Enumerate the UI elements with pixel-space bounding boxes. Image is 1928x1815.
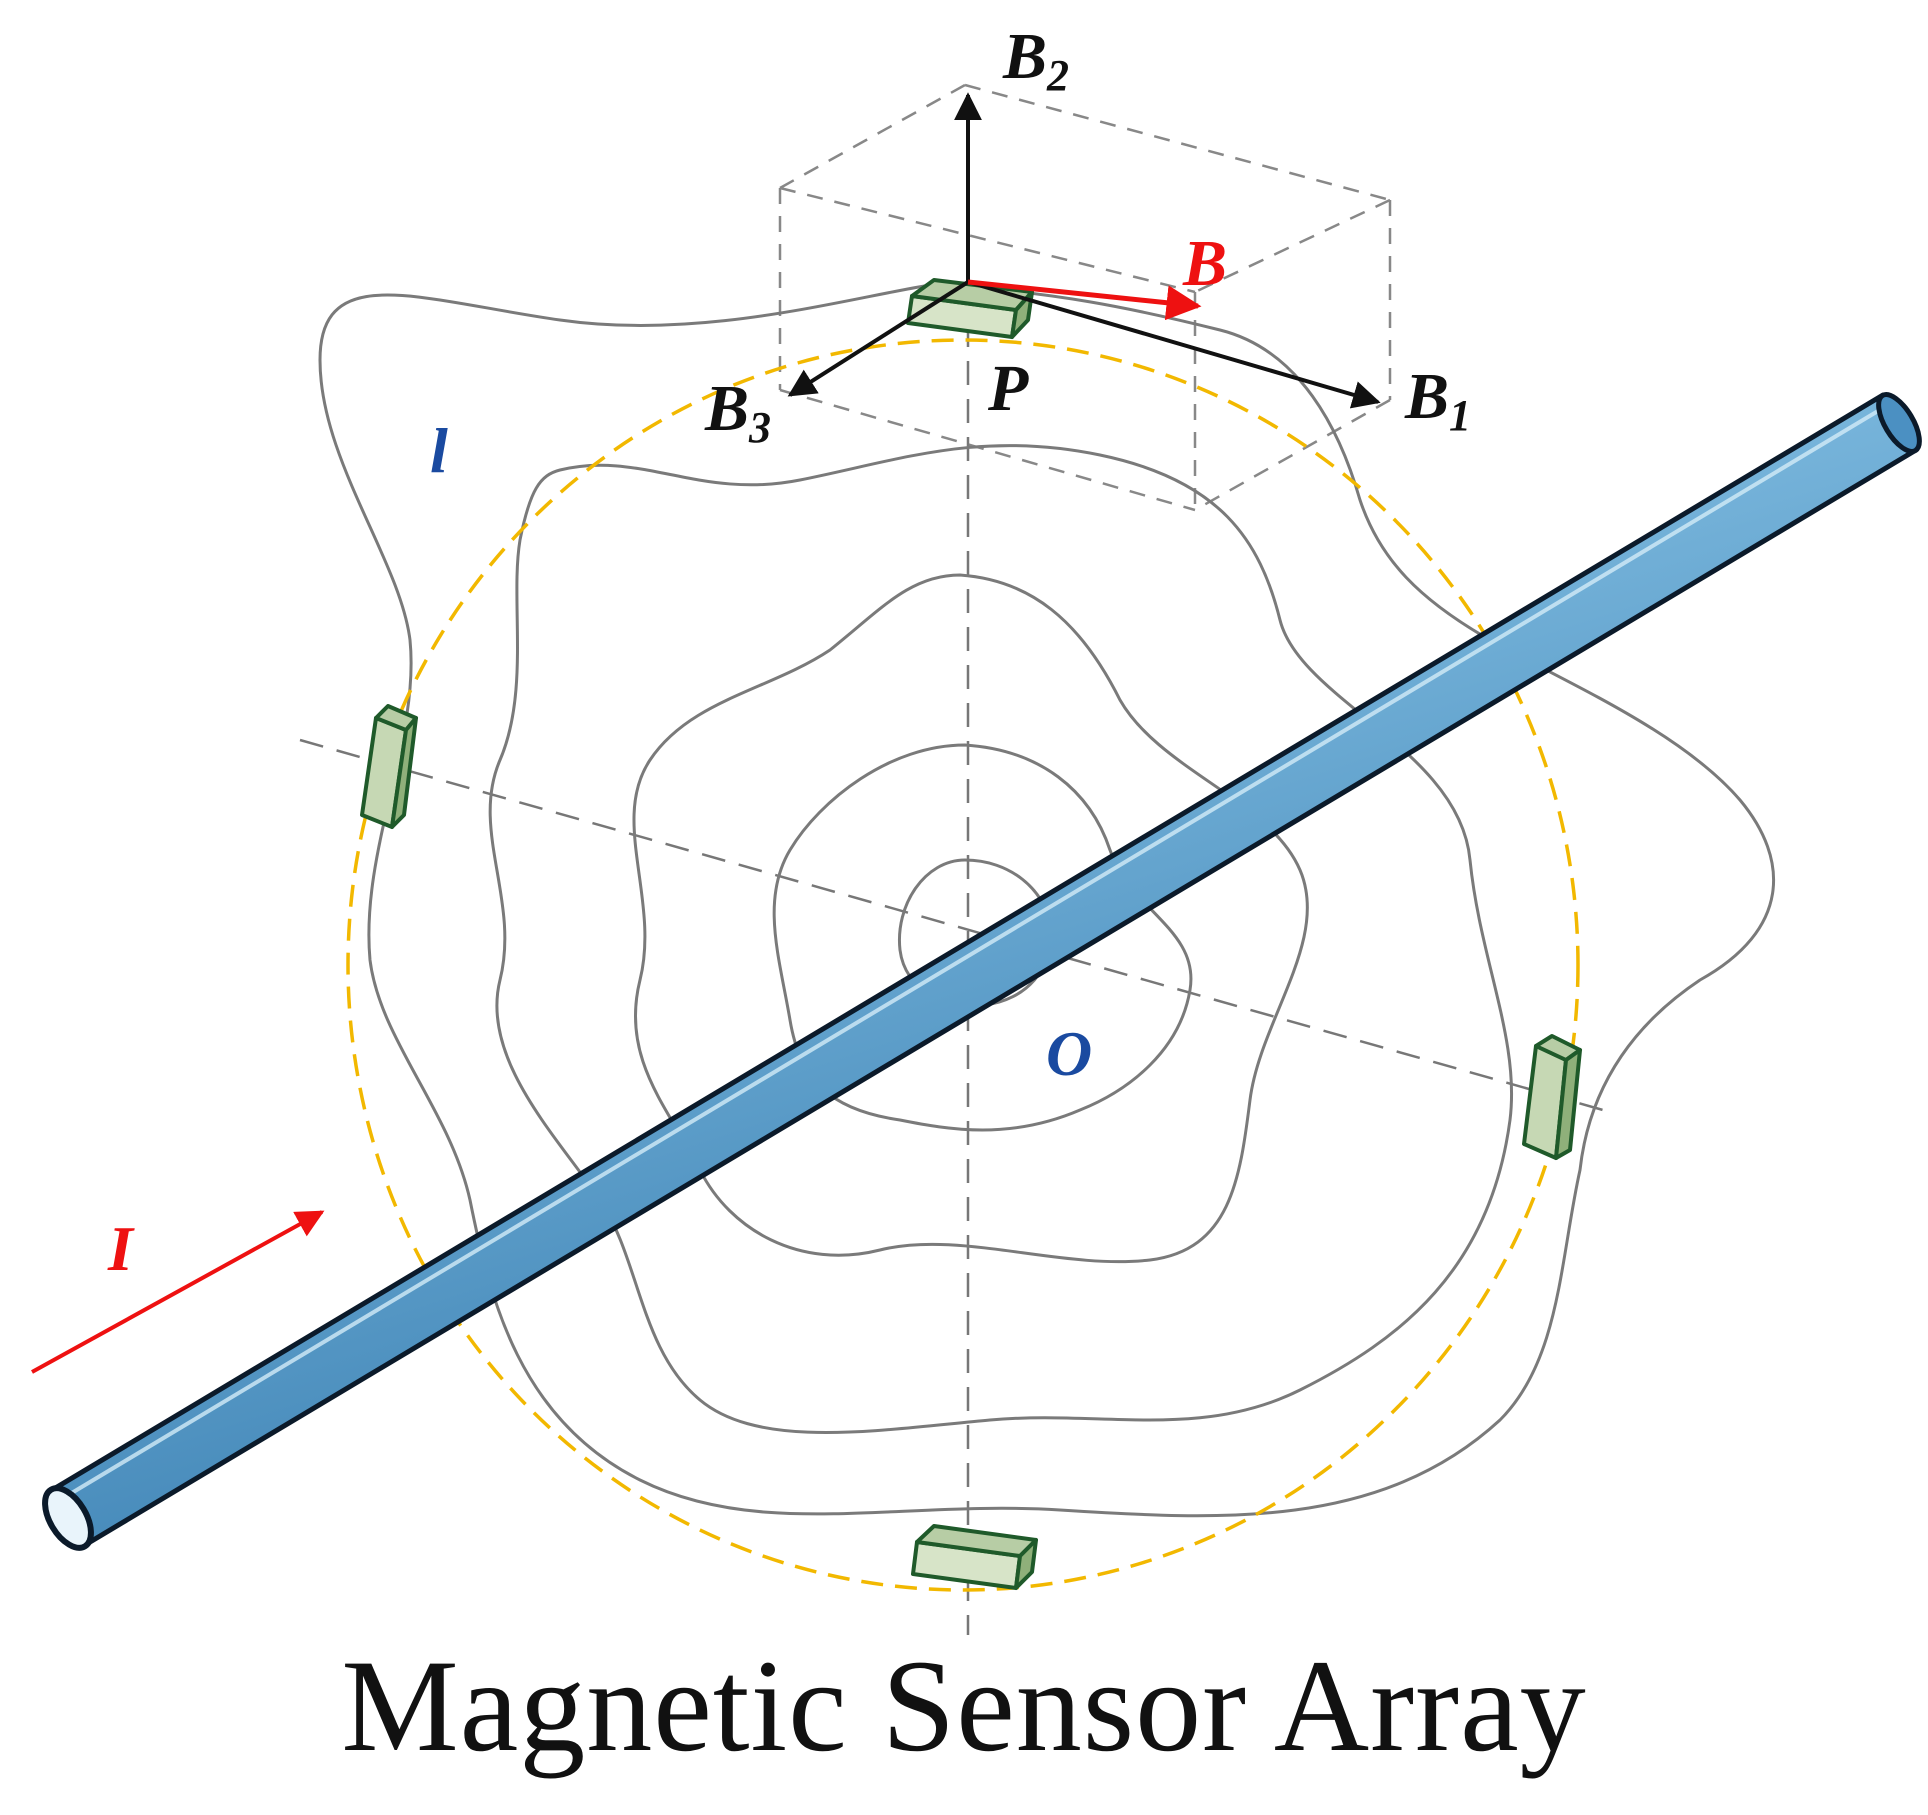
label-b3: B3 — [704, 372, 771, 452]
contour-2 — [488, 444, 1514, 1434]
vector-b3 — [787, 280, 970, 397]
label-l: l — [430, 415, 448, 486]
current-arrow — [31, 1210, 325, 1374]
projection-box — [778, 83, 1392, 512]
conductor-end-face — [42, 1485, 94, 1551]
vector-b1 — [967, 280, 1381, 409]
sensor-right — [1522, 1034, 1582, 1160]
conductor — [42, 392, 1922, 1551]
sensor-bottom — [911, 1524, 1038, 1590]
label-b: B — [1182, 227, 1227, 300]
sensor-top — [906, 278, 1034, 339]
label-o: O — [1046, 1018, 1092, 1089]
label-i: I — [107, 1213, 135, 1284]
vector-b — [967, 279, 1202, 321]
label-b1: B1 — [1404, 360, 1471, 440]
diagram-caption: Magnetic Sensor Array — [341, 1632, 1587, 1779]
contour-outer — [318, 283, 1776, 1518]
measurement-loop — [346, 338, 1580, 1592]
sensor-left — [360, 704, 418, 829]
field-vectors — [787, 92, 1381, 409]
label-p: P — [987, 352, 1029, 425]
label-b2: B2 — [1002, 20, 1069, 100]
axis-lines — [299, 285, 1611, 1635]
